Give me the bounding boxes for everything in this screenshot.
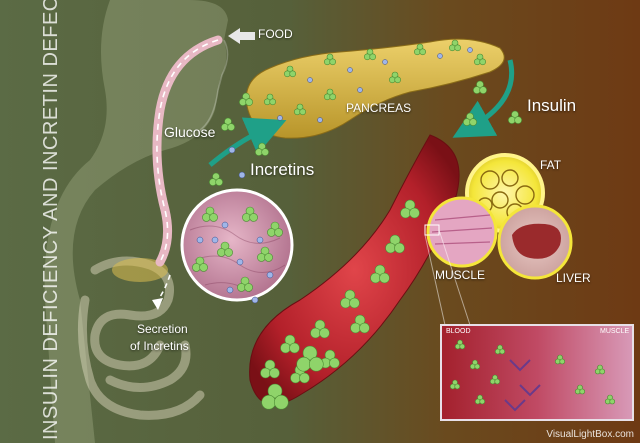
glucose-molecule-icon <box>473 53 487 66</box>
glucose-molecule-icon <box>293 103 307 116</box>
glucose-molecule-icon <box>257 246 273 262</box>
secretion-label-line2: of Incretins <box>130 339 189 353</box>
liver-label: LIVER <box>556 271 591 285</box>
stomach-tube <box>112 258 168 282</box>
fat-label: FAT <box>540 158 562 172</box>
glucose-molecule-icon <box>448 39 462 52</box>
incretin-dot-icon <box>307 77 313 83</box>
glucose-label: Glucose <box>164 124 216 140</box>
arrow-left-icon <box>228 28 255 44</box>
glucose-molecule-icon <box>323 88 337 101</box>
incretin-dot-icon <box>382 59 388 65</box>
glucose-molecule-icon <box>449 379 461 390</box>
incretin-dot-icon <box>347 67 353 73</box>
incretin-dot-icon <box>221 221 229 229</box>
glucose-molecule-icon <box>574 384 586 395</box>
muscle-fibers <box>431 214 493 245</box>
glucose-molecule-icon <box>242 206 258 222</box>
glucose-molecule-icon <box>604 394 616 405</box>
secretion-arrow <box>157 274 171 301</box>
arrow-incretins-to-pancreas <box>208 117 287 167</box>
glucose-molecule-icon <box>474 394 486 405</box>
incretin-dot-icon <box>196 236 204 244</box>
incretin-dot-icon <box>467 47 473 53</box>
glucose-molecule-icon <box>267 221 283 237</box>
glucose-molecule-icon <box>594 364 606 375</box>
glucose-molecule-icon <box>261 383 289 410</box>
secretion-label-line1: Secretion <box>137 322 188 336</box>
glucose-molecule-icon <box>255 142 269 156</box>
incretin-dot-icon <box>277 115 283 121</box>
incretin-dot-icon <box>357 87 363 93</box>
glucose-molecule-icon <box>202 206 218 222</box>
glucose-molecule-icon <box>463 112 477 126</box>
glucose-molecule-icon <box>413 43 427 56</box>
glucose-molecule-icon <box>192 256 208 272</box>
glucose-molecule-icon <box>263 93 277 106</box>
pancreas <box>245 38 505 139</box>
glucose-molecule-icon <box>489 374 501 385</box>
incretin-dot-icon <box>238 171 246 179</box>
incretin-dot-icon <box>437 53 443 59</box>
body-outline <box>199 39 229 131</box>
glucose-molecule-icon <box>221 117 235 131</box>
inset-blood-label: BLOOD <box>446 328 471 335</box>
glucose-molecule-icon <box>350 314 370 334</box>
incretin-dot-icon <box>211 236 219 244</box>
glucose-molecule-icon <box>260 359 280 379</box>
incretin-dot-icon <box>256 236 264 244</box>
inset-receptors <box>504 359 541 412</box>
glucose-molecule-icon <box>385 234 405 254</box>
esophagus-flow <box>156 39 219 263</box>
diagram-title: INSULIN DEFICIENCY AND INCRETIN DEFECT <box>40 0 62 440</box>
glucose-molecule-icon <box>239 92 253 106</box>
glucose-molecule-icon <box>400 199 420 219</box>
glucose-molecule-icon <box>217 241 233 257</box>
glucose-molecule-icon <box>280 334 300 354</box>
insulin-label: Insulin <box>527 96 577 115</box>
glucose-molecule-icon <box>363 48 377 61</box>
incretin-dot-icon <box>251 296 259 304</box>
secretion-arrow-head <box>152 298 163 310</box>
glucose-molecule-icon <box>554 354 566 365</box>
glucose-molecule-icon <box>209 172 223 186</box>
glucose-molecule-icon <box>388 71 402 84</box>
arrow-insulin-release <box>452 59 515 138</box>
food-label: FOOD <box>258 27 293 41</box>
glucose-molecule-icon <box>296 345 324 372</box>
incretin-dot-icon <box>236 258 244 266</box>
body-silhouette <box>44 0 228 443</box>
incretin-dot-icon <box>266 271 274 279</box>
credit-text: VisualLightBox.com <box>546 429 634 440</box>
glucose-molecule-icon <box>340 289 360 309</box>
glucose-molecule-icon <box>237 276 253 292</box>
inset-muscle-label: MUSCLE <box>600 328 630 335</box>
glucose-molecule-icon <box>469 359 481 370</box>
particle-layer <box>192 39 616 410</box>
glucose-molecule-icon <box>508 110 522 124</box>
glucose-molecule-icon <box>494 344 506 355</box>
gut-cell-magnifier <box>180 188 294 302</box>
glucose-molecule-icon <box>283 65 297 78</box>
liver-shape <box>512 223 561 259</box>
glucose-molecule-icon <box>454 339 466 350</box>
muscle-label: MUSCLE <box>435 268 486 282</box>
glucose-molecule-icon <box>323 53 337 66</box>
glucose-molecule-icon <box>310 319 330 339</box>
incretins-label: Incretins <box>250 160 315 179</box>
incretin-dot-icon <box>226 286 234 294</box>
glucose-molecule-icon <box>473 80 487 94</box>
pancreas-label: PANCREAS <box>346 101 412 115</box>
incretin-dot-icon <box>228 146 236 154</box>
callout-lines <box>424 229 471 326</box>
incretin-dot-icon <box>317 117 323 123</box>
glucose-molecule-icon <box>370 264 390 284</box>
